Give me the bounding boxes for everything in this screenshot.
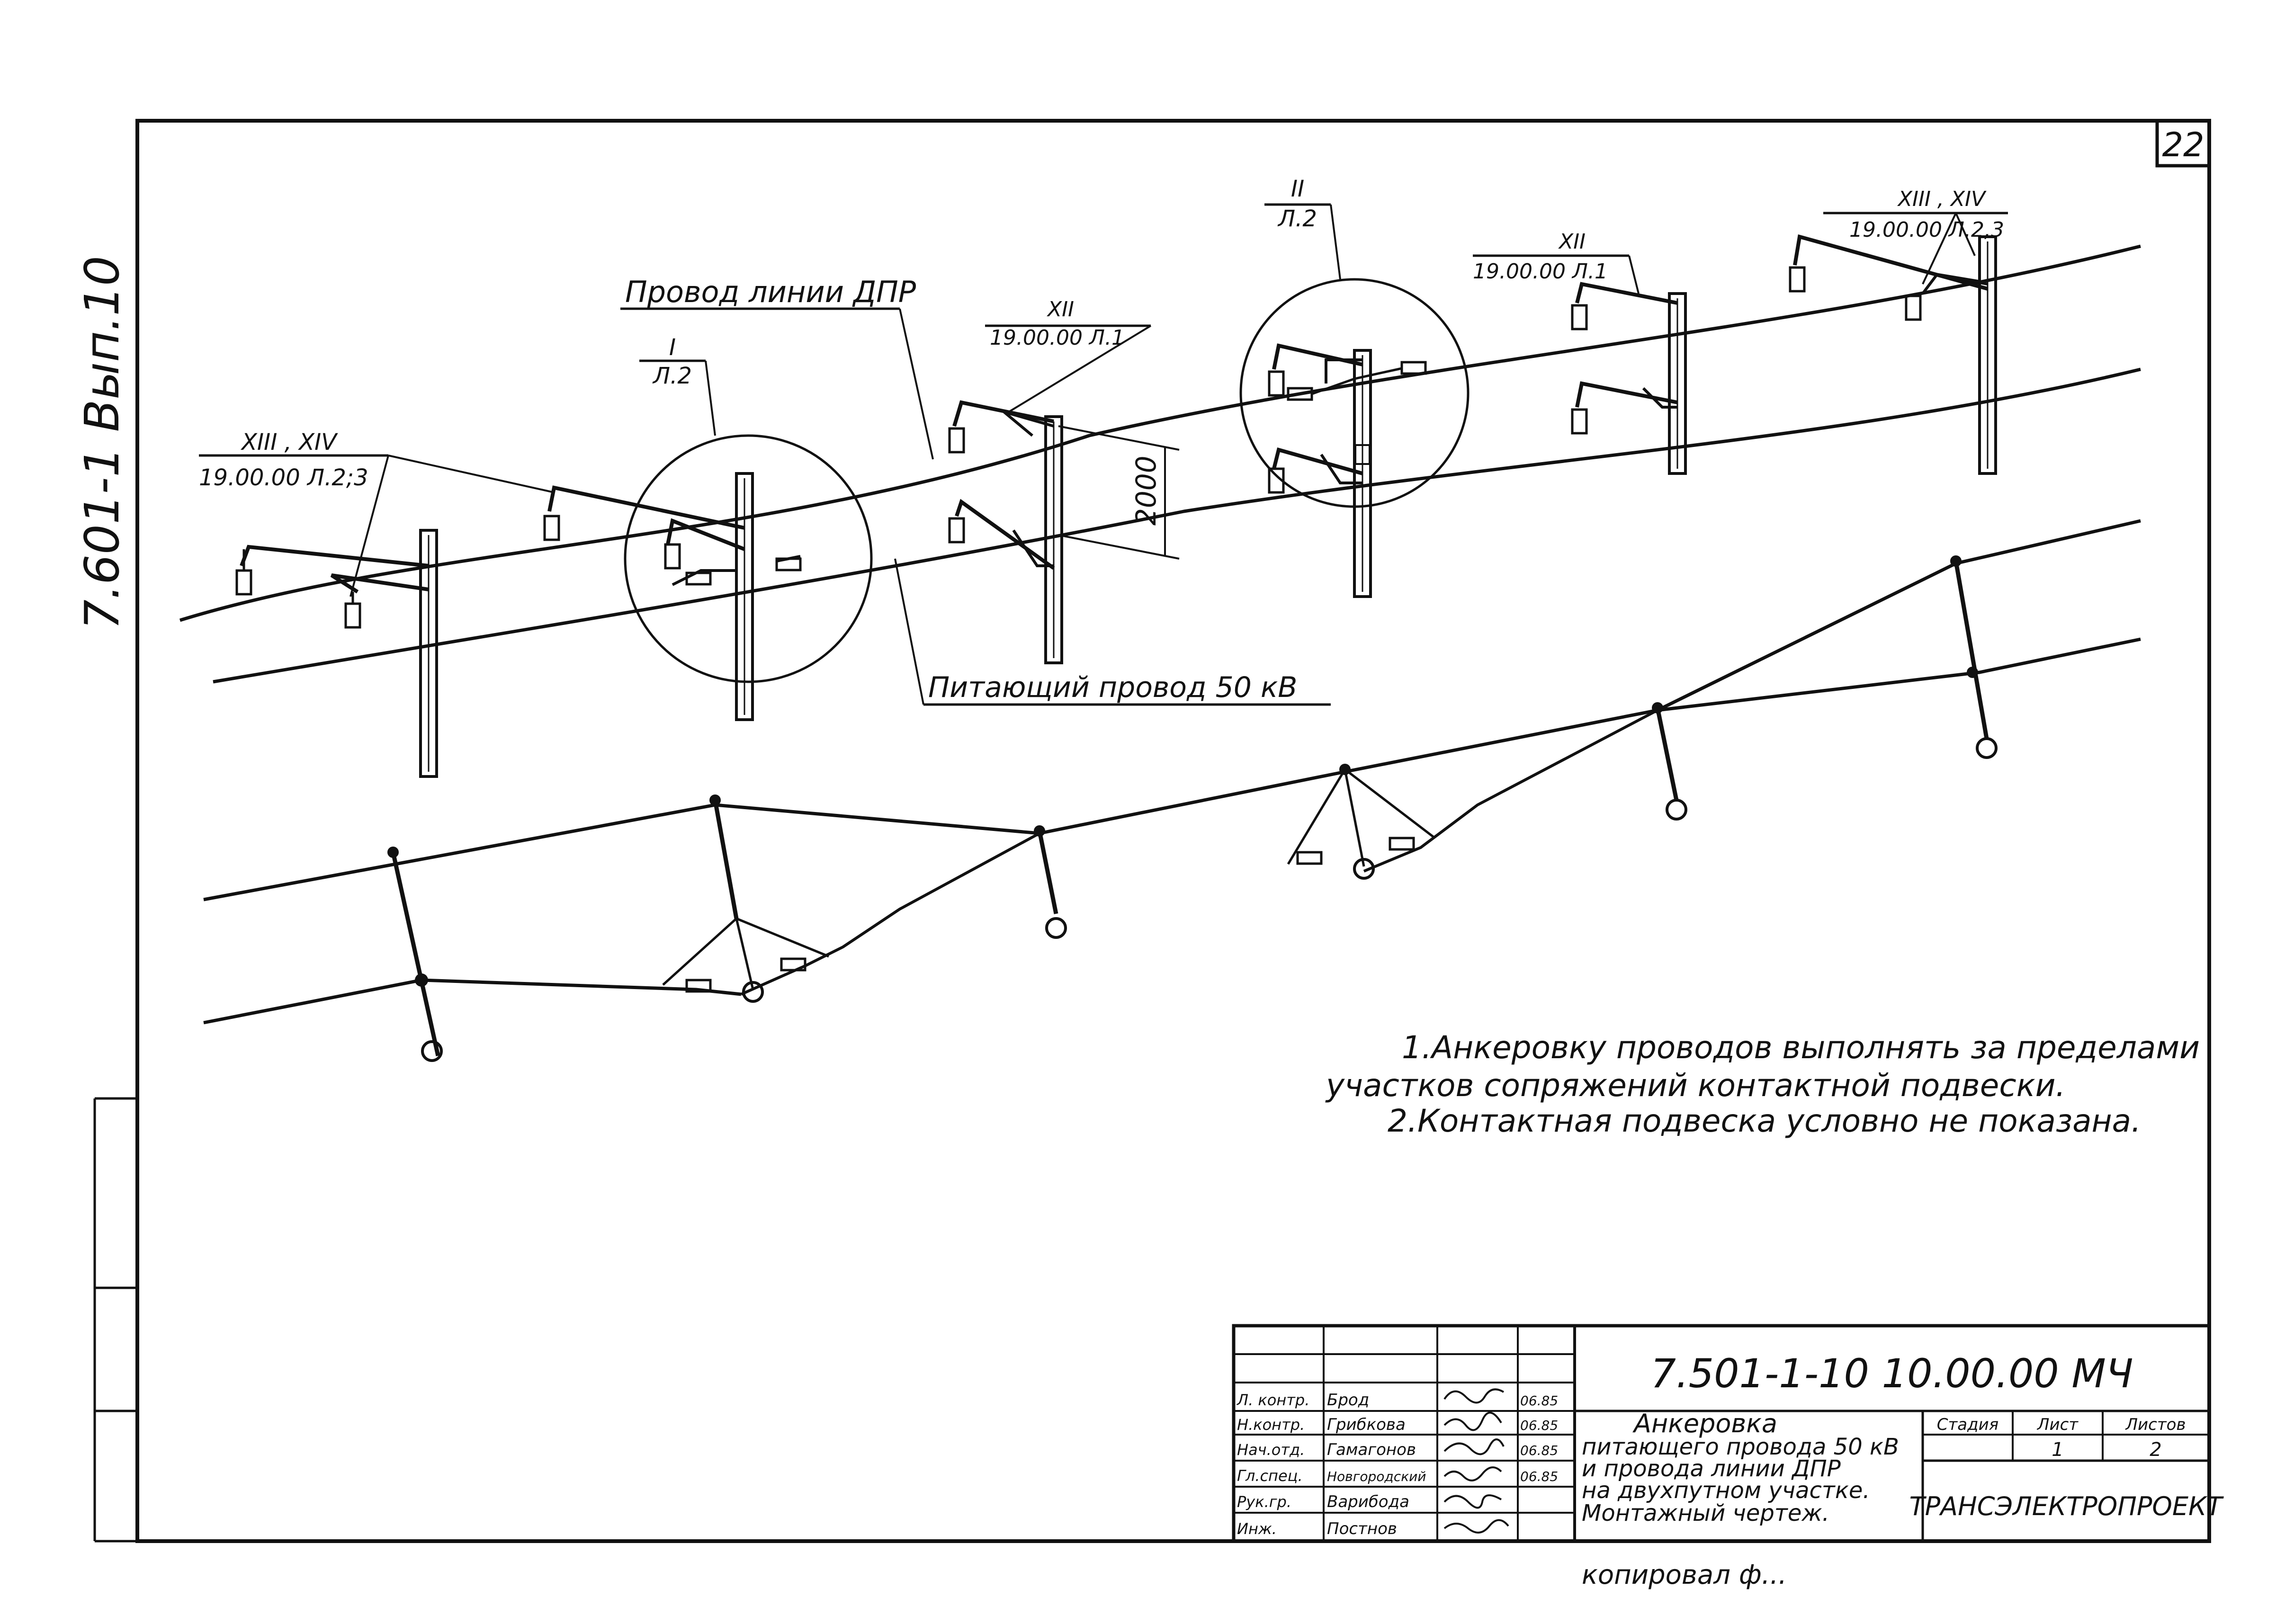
title-line-4: на двухпутном участке. (1582, 1477, 1870, 1504)
pole-5 (1571, 282, 1687, 475)
sheet-value: 1 (2052, 1439, 2063, 1461)
callout-right-top: XIII , XIV (1897, 187, 1987, 211)
dimension-2000: 2000 (1058, 425, 1180, 560)
detail-circle-2 (1239, 278, 1470, 508)
title-line-2: питающего провода 50 кВ (1582, 1434, 1899, 1460)
organization-name: ТРАНСЭЛЕКТРОПРОЕКТ (1909, 1491, 2224, 1521)
staff-role-6: Инж. (1237, 1520, 1277, 1538)
pole-2 (543, 472, 802, 721)
drawing-frame (135, 119, 2211, 1543)
callout-left-top: XIII , XIV (240, 429, 338, 455)
page-number: 22 (2162, 125, 2204, 164)
sheet-header: Лист (2036, 1415, 2079, 1434)
dimension-label: 2000 (1130, 455, 1162, 526)
side-code: 7.601-1 Вып.10 (74, 256, 130, 630)
label-feeder-wire-text: Питающий провод 50 кВ (928, 671, 1297, 704)
sheets-header: Листов (2124, 1415, 2186, 1434)
staff-name-2: Грибкова (1327, 1415, 1406, 1434)
staff-name-1: Брод (1327, 1391, 1369, 1410)
callout-pole-3-top: XII (1047, 297, 1074, 321)
bottom-note: копировал ф... (1582, 1560, 1787, 1590)
callout-pole-5-top: XII (1558, 230, 1586, 254)
callout-pole-5: XII 19.00.00 Л.1 (1473, 230, 1640, 294)
title-line-1: Анкеровка (1632, 1409, 1777, 1438)
callout-right: XIII , XIV 19.00.00 Л.2,3 (1823, 187, 2008, 285)
callout-detail-1: I Л.2 (639, 334, 716, 436)
note-line-3: 2.Контактная подвеска условно не показан… (1388, 1103, 2141, 1139)
label-feeder-wire: Питающий провод 50 кВ (894, 558, 1331, 706)
pole-6 (1789, 234, 1997, 475)
feeder-wire-line (213, 367, 2141, 684)
note-line-2: участков сопряжений контактной подвески. (1325, 1067, 2065, 1104)
staff-role-3: Нач.отд. (1237, 1441, 1305, 1459)
staff-date-3: 06.85 (1520, 1443, 1558, 1458)
pole-4 (1268, 343, 1427, 598)
notes: 1.Анкеровку проводов выполнять за предел… (1325, 1029, 2200, 1139)
callout-detail-2-bottom: Л.2 (1277, 205, 1317, 232)
signatures (1443, 1388, 1509, 1534)
callout-detail-2-top: II (1291, 176, 1304, 202)
upper-perspective-view: 2000 XIII , XIV 19.00.00 Л.2;3 I Л.2 XII… (179, 176, 2141, 778)
staff-name-6: Постнов (1327, 1519, 1397, 1538)
callout-detail-1-bottom: Л.2 (652, 363, 692, 389)
callout-left-bottom: 19.00.00 Л.2;3 (199, 464, 368, 491)
label-dpr-wire: Провод линии ДПР (620, 275, 934, 460)
staff-role-1: Л. контр. (1237, 1391, 1309, 1409)
plan-view (203, 519, 2141, 1062)
callout-left: XIII , XIV 19.00.00 Л.2;3 (199, 429, 555, 597)
title-block: 7.501-1-10 10.00.00 МЧ Анкеровка питающе… (1232, 1324, 2224, 1543)
callout-pole-3: XII 19.00.00 Л.1 (985, 297, 1152, 413)
stage-header: Стадия (1937, 1415, 1998, 1434)
callout-right-bottom: 19.00.00 Л.2,3 (1849, 218, 2004, 242)
detail-circle-1 (624, 434, 873, 683)
dpr-wire-line (179, 244, 2141, 622)
callout-pole-3-bottom: 19.00.00 Л.1 (990, 326, 1125, 350)
callout-detail-2: II Л.2 (1264, 176, 1341, 280)
pole-3 (948, 400, 1063, 664)
callout-detail-1-top: I (669, 334, 676, 361)
staff-date-1: 06.85 (1520, 1393, 1558, 1409)
staff-role-4: Гл.спец. (1237, 1467, 1303, 1485)
staff-name-4: Новгородский (1327, 1469, 1426, 1484)
title-line-3: и провода линии ДПР (1582, 1455, 1841, 1482)
pole-1 (235, 529, 438, 778)
staff-date-4: 06.85 (1520, 1469, 1558, 1484)
title-line-5: Монтажный чертеж. (1582, 1500, 1829, 1526)
callout-pole-5-bottom: 19.00.00 Л.1 (1473, 259, 1608, 284)
document-code: 7.501-1-10 10.00.00 МЧ (1651, 1350, 2133, 1397)
staff-role-5: Рук.гр. (1237, 1493, 1291, 1511)
staff-name-5: Варибода (1327, 1492, 1409, 1511)
note-line-1: 1.Анкеровку проводов выполнять за предел… (1402, 1029, 2200, 1066)
staff-name-3: Гамагонов (1327, 1440, 1416, 1459)
staff-date-2: 06.85 (1520, 1418, 1558, 1433)
sheets-value: 2 (2150, 1439, 2161, 1461)
binding-strip (93, 1097, 137, 1543)
label-dpr-wire-text: Провод линии ДПР (625, 275, 916, 309)
staff-role-2: Н.контр. (1237, 1416, 1305, 1434)
